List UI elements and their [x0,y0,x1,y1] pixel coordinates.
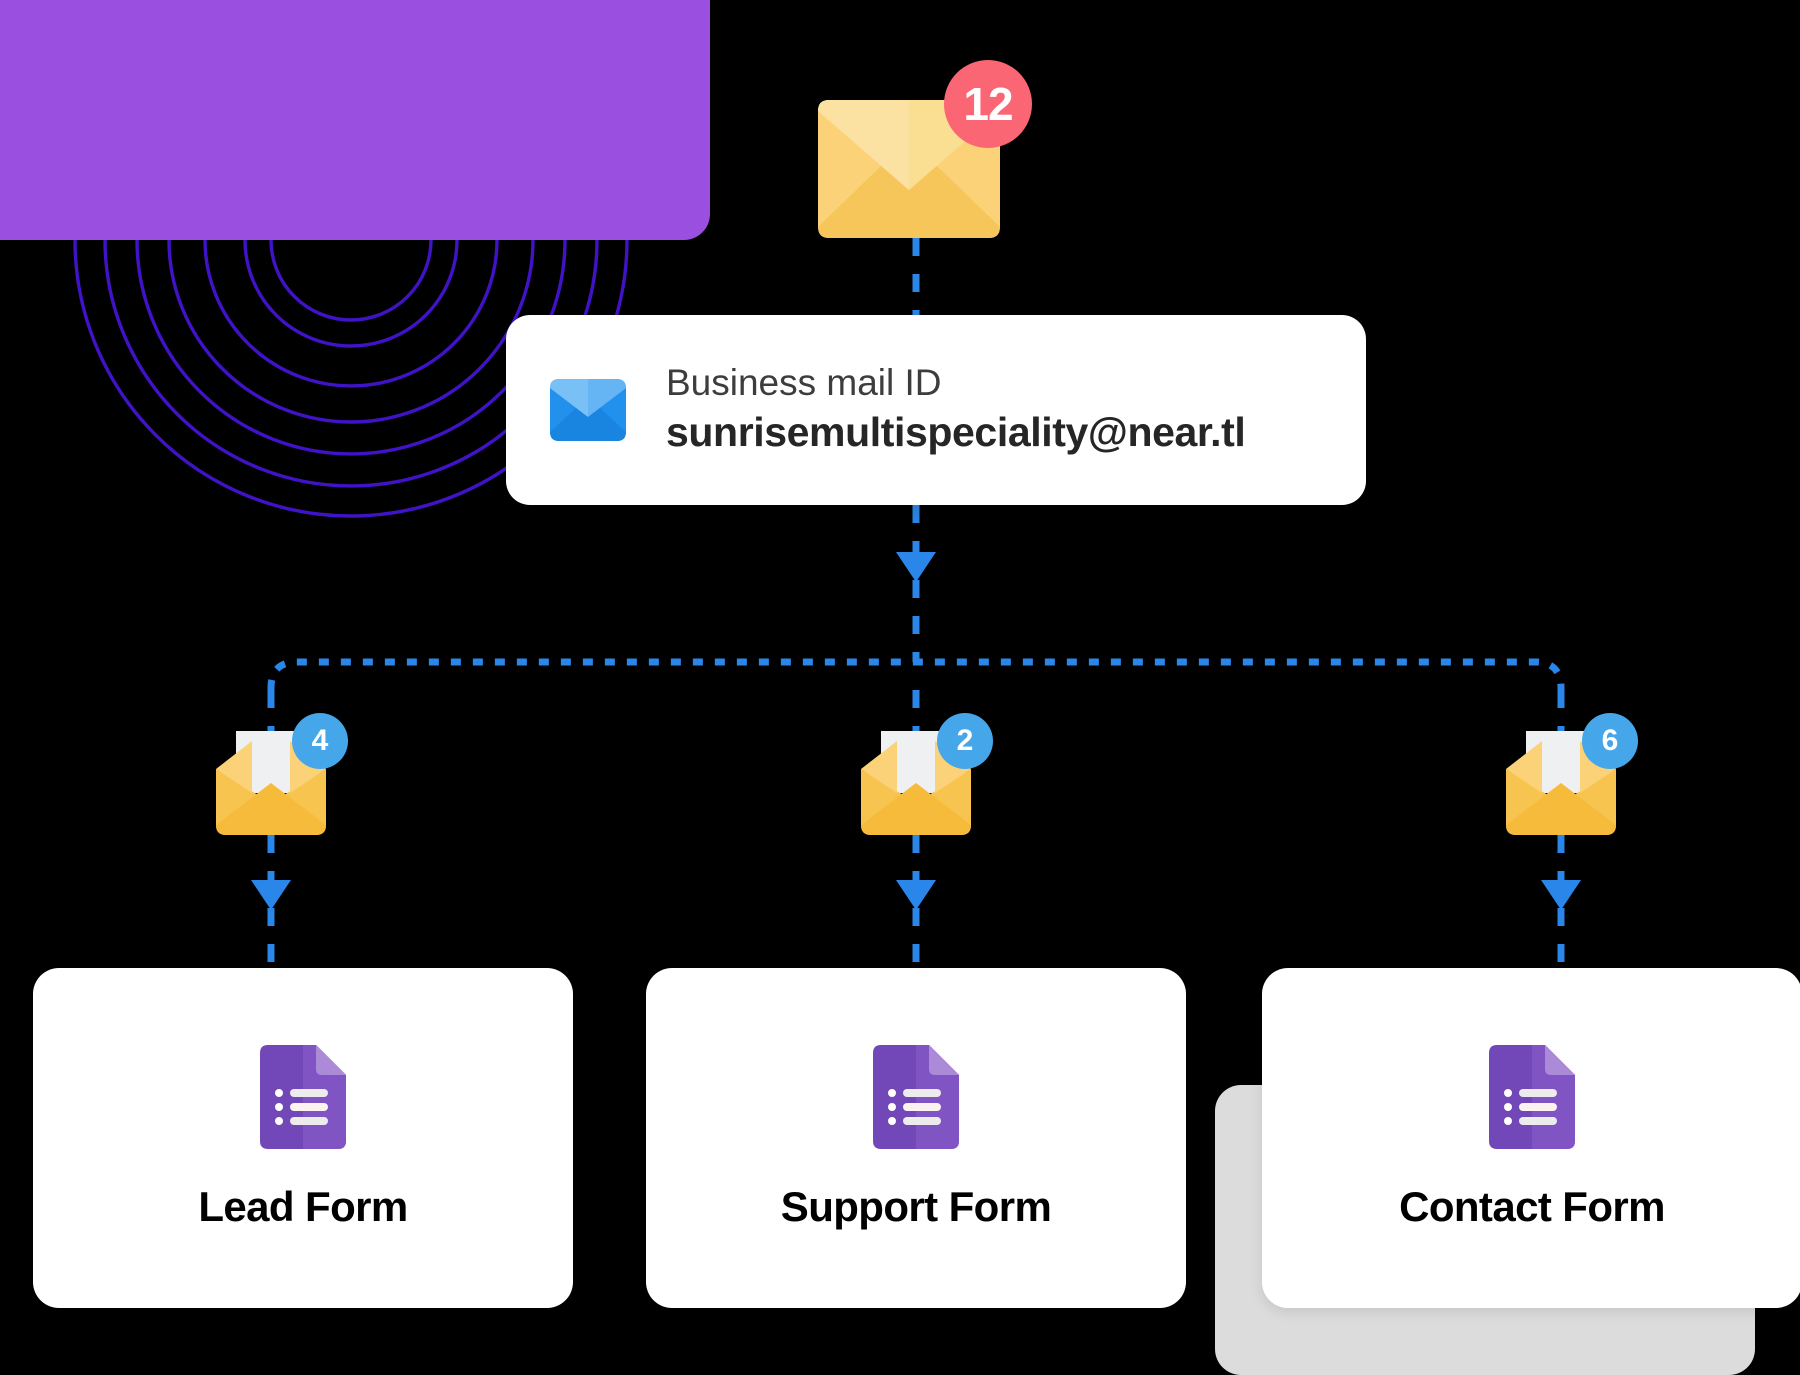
inbox-envelope[interactable]: 12 [818,60,1032,238]
mail-address: sunrisemultispeciality@near.tl [666,409,1246,456]
purple-banner-block [0,0,710,240]
branch-envelope-lead[interactable]: 4 [216,713,348,835]
business-mail-card[interactable]: Business mail ID sunrisemultispeciality@… [506,315,1366,505]
form-card-contact[interactable]: Contact Form [1262,968,1800,1308]
branch-envelope-contact[interactable]: 6 [1506,713,1638,835]
blue-envelope-icon [550,379,626,441]
open-envelope-icon [861,731,971,835]
branch-count-badge: 4 [292,713,348,769]
form-card-title: Contact Form [1399,1183,1665,1230]
branch-envelope-support[interactable]: 2 [861,713,993,835]
form-card-support[interactable]: Support Form [646,968,1186,1308]
branch-count-badge: 2 [937,713,993,769]
mail-card-texts: Business mail ID sunrisemultispeciality@… [666,360,1246,460]
form-card-lead[interactable]: Lead Form [33,968,573,1308]
unread-badge: 12 [944,60,1032,148]
mail-label: Business mail ID [666,362,942,404]
form-card-title: Support Form [780,1183,1052,1230]
google-forms-icon [260,1045,346,1149]
google-forms-icon [873,1045,959,1149]
google-forms-icon [1489,1045,1575,1149]
branch-count-badge: 6 [1582,713,1638,769]
form-card-title: Lead Form [198,1183,408,1230]
